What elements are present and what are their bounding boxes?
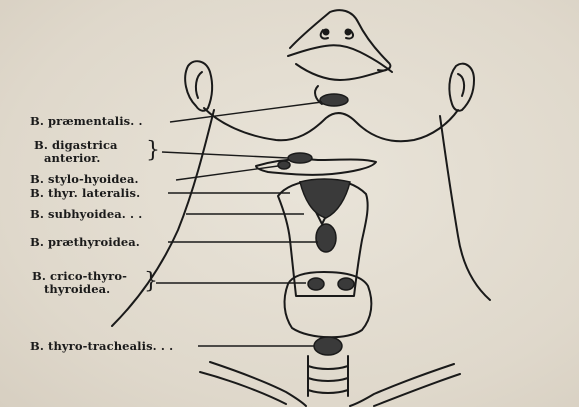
nostril-dot-right xyxy=(346,30,351,35)
brace-icon: } xyxy=(144,271,158,293)
right-ear-inner xyxy=(458,74,464,96)
label-subhyoidea: B. subhyoidea. . . xyxy=(30,208,142,220)
label-thyr-lateralis: B. thyr. lateralis. xyxy=(30,187,140,199)
bursa-praethyroidea xyxy=(316,224,336,252)
leader-stylo-hyoidea xyxy=(176,166,278,180)
label-crico-line2: thyroidea. xyxy=(44,283,110,295)
label-thyro-trachealis: B. thyro-trachealis. . . xyxy=(30,340,173,352)
left-clavicle xyxy=(210,362,306,406)
trachea-rings xyxy=(308,356,348,396)
brace-icon: } xyxy=(146,140,160,162)
right-ear xyxy=(449,64,474,111)
bursa-thyro-trachealis xyxy=(314,337,342,355)
label-digastrica-line1: B. digastrica xyxy=(34,139,118,151)
label-digastrica-line2: anterior. xyxy=(44,152,100,164)
bursa-crico-left xyxy=(308,278,324,290)
lower-lip xyxy=(296,64,386,80)
bursa-stylo-hyoidea xyxy=(278,161,290,169)
right-clavicle xyxy=(350,364,454,406)
label-praementalis: B. præmentalis. . xyxy=(30,115,143,127)
bursa-digastrica xyxy=(288,153,312,163)
left-ear-inner xyxy=(196,72,202,98)
nostril-dot-left xyxy=(324,30,329,35)
label-praethyroidea: B. præthyroidea. xyxy=(30,236,140,248)
bursa-praementalis xyxy=(320,94,348,106)
leader-praementalis xyxy=(170,102,322,122)
leader-digastrica xyxy=(162,152,288,158)
lower-left-contour xyxy=(200,372,286,404)
bursa-subhyoidea xyxy=(300,179,350,218)
left-ear xyxy=(185,61,212,111)
label-stylo-hyoidea: B. stylo-hyoidea. xyxy=(30,173,139,185)
cricoid-region xyxy=(285,272,372,337)
lower-right-contour xyxy=(374,374,460,406)
neck-right-contour xyxy=(440,116,490,300)
label-crico-line1: B. crico-thyro- xyxy=(32,270,127,282)
bursa-crico-right xyxy=(338,278,354,290)
